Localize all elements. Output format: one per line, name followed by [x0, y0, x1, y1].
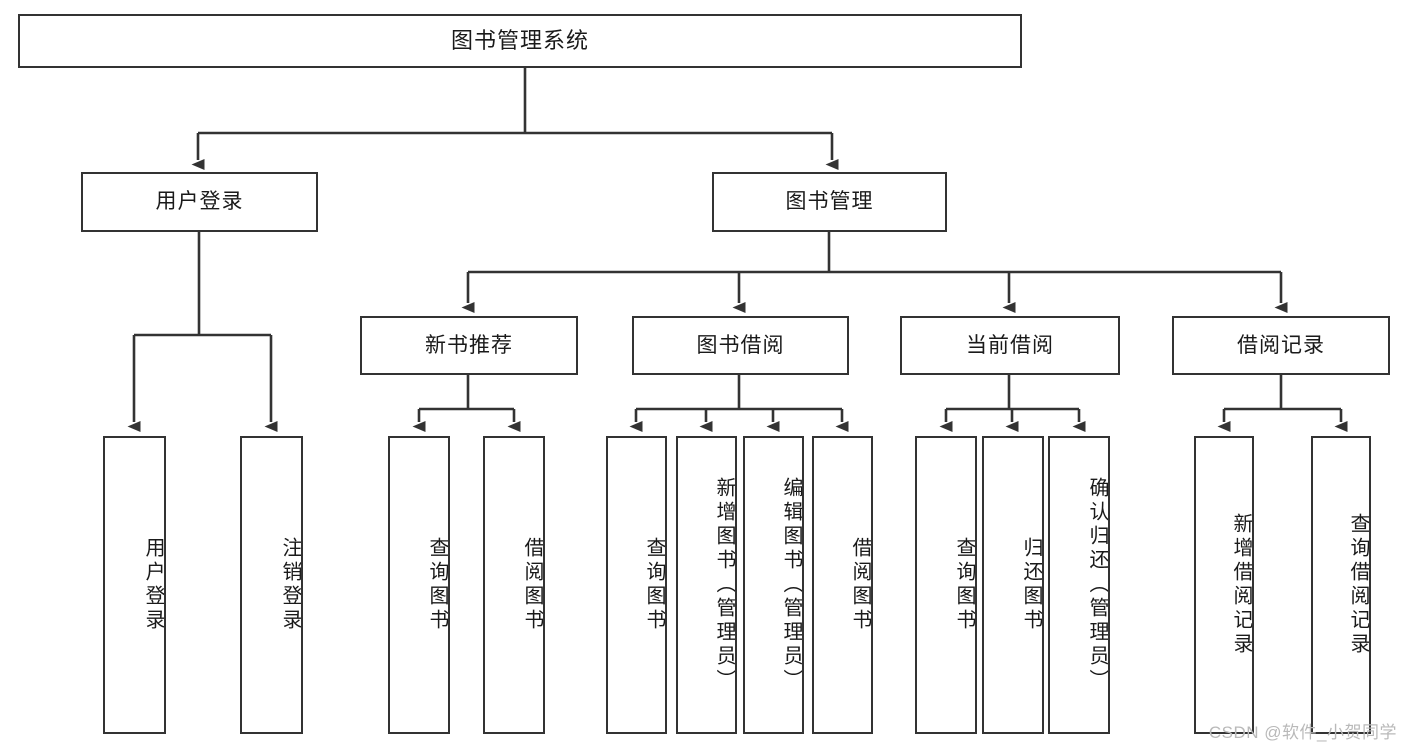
- node-label: 确认归还（管理员）: [1086, 477, 1108, 693]
- node-book-borrow[interactable]: 图书借阅: [632, 316, 849, 375]
- node-user-login[interactable]: 用户登录: [81, 172, 318, 232]
- leaf-add-book[interactable]: 新增图书（管理员）: [676, 436, 737, 734]
- node-book-management[interactable]: 图书管理: [712, 172, 947, 232]
- node-root-system[interactable]: 图书管理系统: [18, 14, 1022, 68]
- node-label: 图书管理: [785, 190, 874, 214]
- node-label: 查询图书: [643, 537, 665, 633]
- leaf-borrow-book-2[interactable]: 借阅图书: [812, 436, 873, 734]
- node-label: 新增借阅记录: [1230, 513, 1252, 657]
- node-label: 图书管理系统: [450, 27, 589, 53]
- leaf-query-book-1[interactable]: 查询图书: [388, 436, 450, 734]
- node-label: 新增图书（管理员）: [713, 477, 735, 693]
- leaf-edit-book[interactable]: 编辑图书（管理员）: [743, 436, 804, 734]
- leaf-return-book[interactable]: 归还图书: [982, 436, 1044, 734]
- node-label: 借阅图书: [849, 537, 871, 633]
- leaf-borrow-book-1[interactable]: 借阅图书: [483, 436, 545, 734]
- leaf-query-book-2[interactable]: 查询图书: [606, 436, 667, 734]
- node-label: 归还图书: [1020, 537, 1042, 633]
- leaf-add-record[interactable]: 新增借阅记录: [1194, 436, 1254, 734]
- node-label: 查询图书: [953, 537, 975, 633]
- node-label: 查询借阅记录: [1347, 513, 1369, 657]
- node-label: 新书推荐: [425, 333, 513, 357]
- node-label: 注销登录: [279, 537, 301, 633]
- node-label: 用户登录: [142, 537, 164, 633]
- leaf-query-book-3[interactable]: 查询图书: [915, 436, 977, 734]
- node-label: 用户登录: [155, 190, 244, 214]
- leaf-confirm-return[interactable]: 确认归还（管理员）: [1048, 436, 1110, 734]
- leaf-user-login[interactable]: 用户登录: [103, 436, 166, 734]
- node-label: 当前借阅: [966, 333, 1054, 357]
- node-label: 编辑图书（管理员）: [780, 477, 802, 693]
- csdn-watermark: CSDN @软件_小贺同学: [1208, 723, 1397, 742]
- node-label: 借阅记录: [1237, 333, 1325, 357]
- node-borrow-record[interactable]: 借阅记录: [1172, 316, 1390, 375]
- node-current-borrow[interactable]: 当前借阅: [900, 316, 1120, 375]
- node-label: 查询图书: [426, 537, 448, 633]
- node-label: 借阅图书: [521, 537, 543, 633]
- leaf-logout-login[interactable]: 注销登录: [240, 436, 303, 734]
- node-label: 图书借阅: [696, 333, 785, 357]
- node-new-book-recommend[interactable]: 新书推荐: [360, 316, 578, 375]
- leaf-query-record[interactable]: 查询借阅记录: [1311, 436, 1371, 734]
